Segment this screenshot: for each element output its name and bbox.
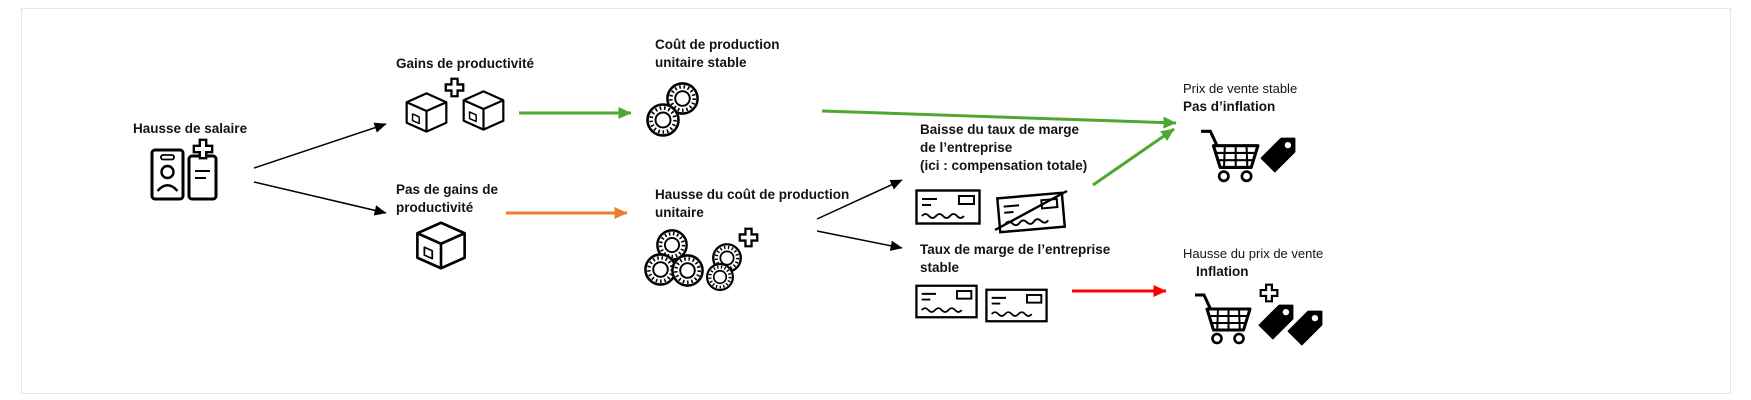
label-unit-cost-increase: Hausse du coût de production unitaire <box>655 186 849 222</box>
label-line: (ici : compensation totale) <box>920 158 1088 173</box>
label-line: Pas de gains de <box>396 182 499 197</box>
label-line: Prix de vente stable <box>1183 81 1298 96</box>
label-line: stable <box>920 260 960 275</box>
label-line: Hausse du coût de production <box>655 187 850 202</box>
box-icon <box>416 221 466 270</box>
label-line: de l’entreprise <box>920 140 1013 155</box>
label-productivity-gains: Gains de productivité <box>396 56 535 71</box>
label-line: Inflation <box>1196 264 1249 279</box>
arrow-wage-to-productivity-gains <box>253 122 387 169</box>
label-line: Hausse du prix de vente <box>1183 246 1324 261</box>
arrow-margin-decrease-to-no-inflation <box>1092 127 1175 187</box>
boxes-plus-icon <box>405 77 505 133</box>
label-margin-decrease: Baisse du taux de marge de l’entreprise … <box>920 121 1087 175</box>
cheque-icon <box>915 284 978 319</box>
label-line: Pas d’inflation <box>1183 99 1276 114</box>
arrow-cost-increase-to-margin-stable <box>816 230 903 251</box>
cheque-icon <box>915 189 981 225</box>
label-wage-increase: Hausse de salaire <box>133 121 248 136</box>
crossed-cheque-icon <box>994 189 1068 234</box>
label-no-productivity-gains: Pas de gains de productivité <box>396 181 498 217</box>
coins-icon <box>645 81 700 138</box>
arrow-cost-stable-to-no-inflation <box>821 109 1177 129</box>
label-price-stable-no-inflation: Prix de vente stable Pas d’inflation <box>1183 80 1297 116</box>
id-badges-plus-icon <box>150 138 218 201</box>
label-price-increase-inflation: Hausse du prix de vente Inflation <box>1183 245 1323 281</box>
label-unit-cost-stable: Coût de production unitaire stable <box>655 36 779 72</box>
label-line: productivité <box>396 200 474 215</box>
label-line: Coût de production <box>655 37 780 52</box>
coins-plus-icon <box>643 227 759 292</box>
cheque-icon <box>985 288 1048 323</box>
cart-and-tags-plus-icon <box>1193 283 1323 346</box>
label-line: Taux de marge de l’entreprise <box>920 242 1111 257</box>
arrow-wage-to-no-productivity-gains <box>253 181 387 216</box>
label-line: unitaire stable <box>655 55 747 70</box>
label-margin-stable: Taux de marge de l’entreprise stable <box>920 241 1110 277</box>
label-line: unitaire <box>655 205 704 220</box>
cart-and-tag-icon <box>1199 129 1296 183</box>
label-line: Baisse du taux de marge <box>920 122 1080 137</box>
arrow-cost-increase-to-margin-decrease <box>816 179 903 220</box>
